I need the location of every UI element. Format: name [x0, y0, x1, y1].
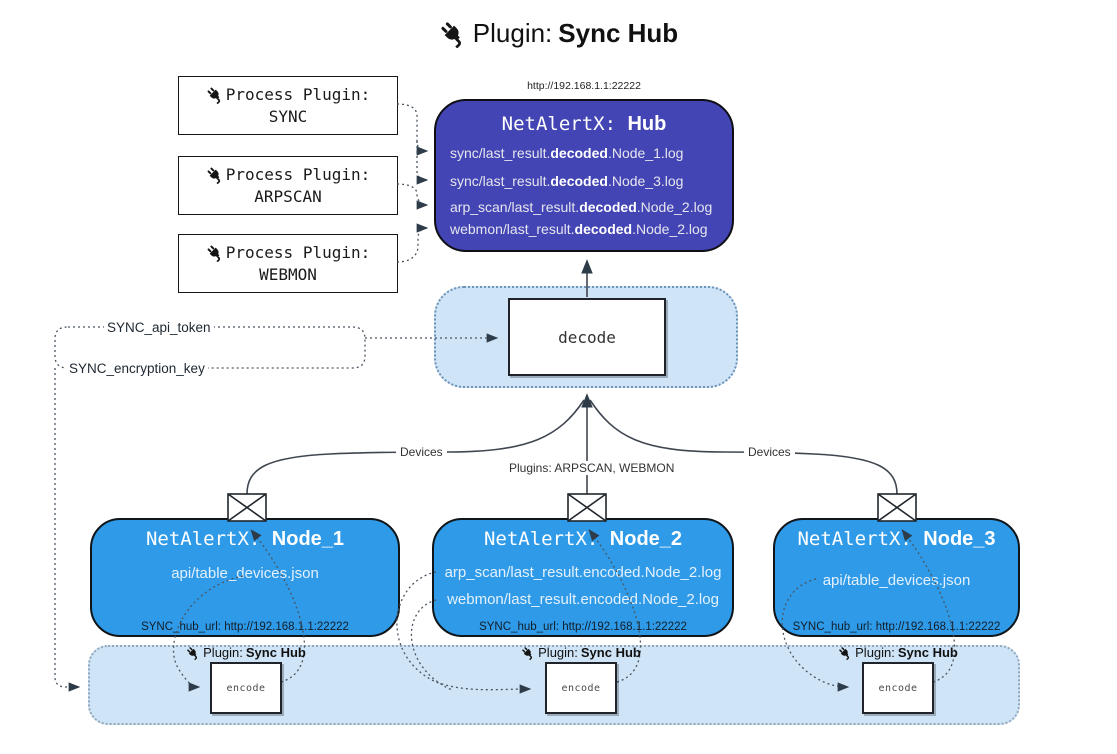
edge-config-to-band — [54, 368, 81, 692]
edge-label-devices-left: Devices — [396, 445, 447, 459]
node-2-box: NetAlertX: Node_2 arp_scan/last_result.e… — [432, 518, 734, 637]
process-plugin-label: Process Plugin: — [225, 164, 371, 184]
hub-box: NetAlertX: Hub sync/last_result.decoded.… — [434, 99, 734, 252]
hub-log-row: sync/last_result.decoded.Node_3.log — [450, 173, 684, 189]
plug-icon — [206, 244, 224, 262]
process-plugin-arpscan: Process Plugin: ARPSCAN — [178, 156, 398, 215]
process-plugin-label: Process Plugin: — [225, 84, 371, 104]
decode-box: decode — [508, 298, 666, 376]
edge-webmon-to-hub — [396, 223, 429, 263]
edge-sync-to-hub-2 — [416, 141, 429, 185]
decode-label: decode — [558, 327, 616, 347]
encode-label: encode — [226, 682, 266, 694]
plug-icon — [206, 166, 224, 184]
process-plugin-label: Process Plugin: — [225, 242, 371, 262]
edge-arpscan-to-hub — [396, 183, 429, 210]
node-file: api/table_devices.json — [822, 572, 971, 589]
node-hub-url: SYNC_hub_url: http://192.168.1.1:22222 — [792, 621, 1001, 633]
plug-icon — [439, 20, 467, 48]
envelope-icon — [567, 493, 607, 522]
encode-box: encode — [210, 662, 282, 714]
encode-label: encode — [878, 682, 918, 694]
encode-label: encode — [561, 682, 601, 694]
node-title: NetAlertX: Node_3 — [797, 528, 996, 550]
process-plugin-name: SYNC — [268, 106, 308, 126]
hub-url: http://192.168.1.1:22222 — [527, 80, 641, 92]
hub-log-row: arp_scan/last_result.decoded.Node_2.log — [450, 199, 713, 215]
page-title: Plugin: Sync Hub — [0, 18, 1117, 49]
process-plugin-webmon: Process Plugin: WEBMON — [178, 234, 398, 293]
hub-log-row: sync/last_result.decoded.Node_1.log — [450, 145, 684, 161]
node-title: NetAlertX: Node_2 — [483, 528, 683, 550]
title-name: Sync Hub — [558, 18, 679, 48]
hub-title: NetAlertX: Hub — [501, 113, 667, 135]
edge-label-plugins: Plugins: ARPSCAN, WEBMON — [505, 461, 679, 475]
plug-icon — [838, 646, 852, 660]
encode-box: encode — [545, 662, 617, 714]
sync-encryption-key-label: SYNC_encryption_key — [66, 361, 208, 376]
envelope-icon — [877, 493, 917, 522]
node-file: api/table_devices.json — [171, 565, 319, 582]
process-plugin-name: WEBMON — [259, 264, 317, 284]
node-file: arp_scan/last_result.encoded.Node_2.log — [444, 564, 722, 581]
encoder-plugin-label: Plugin: Sync Hub — [818, 645, 978, 660]
encode-box: encode — [862, 662, 934, 714]
encoder-plugin-label: Plugin: Sync Hub — [501, 645, 661, 660]
node-title: NetAlertX: Node_1 — [145, 528, 345, 550]
process-plugin-name: ARPSCAN — [254, 186, 322, 206]
node-3-box: NetAlertX: Node_3 api/table_devices.json… — [773, 518, 1020, 637]
sync-api-token-label: SYNC_api_token — [104, 320, 214, 335]
node-hub-url: SYNC_hub_url: http://192.168.1.1:22222 — [479, 621, 687, 633]
envelope-icon — [227, 493, 267, 522]
plug-icon — [186, 646, 200, 660]
node-hub-url: SYNC_hub_url: http://192.168.1.1:22222 — [141, 621, 349, 633]
encoder-plugin-label: Plugin: Sync Hub — [166, 645, 326, 660]
node-1-box: NetAlertX: Node_1 api/table_devices.json… — [90, 518, 400, 637]
node-file: webmon/last_result.encoded.Node_2.log — [447, 591, 719, 608]
hub-log-row: webmon/last_result.decoded.Node_2.log — [450, 221, 708, 237]
edge-sync-to-hub-1 — [396, 103, 429, 156]
title-prefix: Plugin: — [472, 18, 553, 48]
process-plugin-sync: Process Plugin: SYNC — [178, 76, 398, 135]
plug-icon — [521, 646, 535, 660]
plug-icon — [206, 86, 224, 104]
edge-label-devices-right: Devices — [744, 445, 795, 459]
